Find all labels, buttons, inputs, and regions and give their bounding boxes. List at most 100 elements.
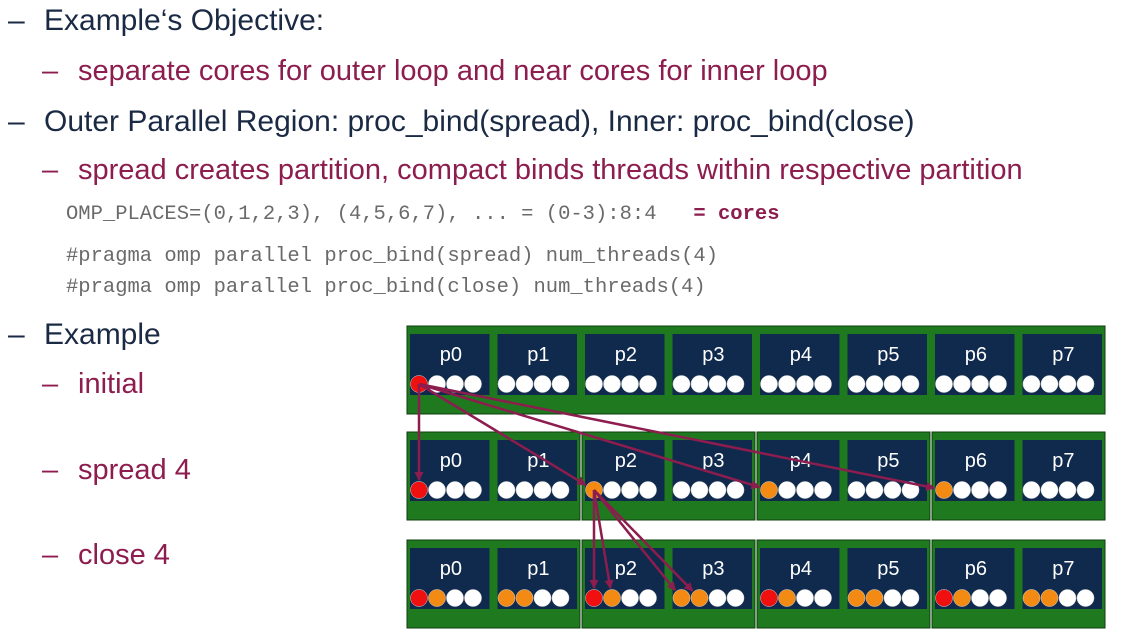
core-red bbox=[410, 589, 428, 607]
row-label-initial-text: initial bbox=[78, 368, 145, 400]
place-p7: p7 bbox=[1022, 334, 1102, 395]
place-p5: p5 bbox=[847, 548, 927, 609]
core-white bbox=[585, 375, 603, 393]
place-label: p3 bbox=[702, 344, 724, 366]
core-white bbox=[989, 481, 1007, 499]
core-white bbox=[971, 481, 989, 499]
place-label: p1 bbox=[527, 450, 549, 472]
place-p2: p2 bbox=[585, 334, 665, 395]
bullet-dash: – bbox=[42, 154, 59, 186]
core-white bbox=[515, 481, 534, 499]
core-white bbox=[621, 375, 639, 393]
place-label: p6 bbox=[965, 344, 987, 366]
core-white bbox=[428, 481, 446, 499]
core-white bbox=[551, 589, 570, 607]
place-p7: p7 bbox=[1022, 548, 1102, 609]
bullet-dash: – bbox=[8, 4, 25, 37]
place-label: p1 bbox=[527, 344, 549, 366]
binding-arrow bbox=[592, 489, 614, 590]
core-orange bbox=[603, 589, 621, 607]
core-white bbox=[847, 375, 866, 393]
core-white bbox=[533, 589, 552, 607]
core-white bbox=[935, 375, 953, 393]
bullet-dash: – bbox=[8, 105, 25, 138]
binding-arrow bbox=[418, 382, 587, 486]
place-p6: p6 bbox=[935, 548, 1015, 609]
core-white bbox=[847, 481, 866, 499]
core-white bbox=[814, 481, 832, 499]
place-label: p2 bbox=[615, 450, 637, 472]
core-orange bbox=[847, 589, 866, 607]
core-white bbox=[464, 375, 482, 393]
place-p4: p4 bbox=[760, 334, 840, 395]
place-label: p2 bbox=[615, 558, 637, 580]
core-white bbox=[989, 589, 1007, 607]
core-white bbox=[778, 375, 796, 393]
core-white bbox=[446, 481, 464, 499]
core-white bbox=[796, 481, 814, 499]
core-white bbox=[603, 481, 621, 499]
core-white bbox=[621, 589, 639, 607]
core-white bbox=[497, 481, 516, 499]
core-white bbox=[883, 481, 902, 499]
core-white bbox=[1040, 375, 1059, 393]
core-white bbox=[814, 589, 832, 607]
core-white bbox=[901, 481, 920, 499]
core-white bbox=[1058, 481, 1077, 499]
place-p6: p6 bbox=[935, 440, 1015, 501]
omp-places-note: = cores bbox=[693, 203, 780, 226]
core-white bbox=[1058, 375, 1077, 393]
place-label: p5 bbox=[877, 344, 899, 366]
region-title-text: Outer Parallel Region: proc_bind(spread)… bbox=[44, 105, 915, 138]
region-detail-text: spread creates partition, compact binds … bbox=[78, 154, 1023, 186]
core-white bbox=[883, 375, 902, 393]
core-white bbox=[901, 375, 920, 393]
place-label: p1 bbox=[527, 558, 549, 580]
core-white bbox=[672, 481, 691, 499]
core-orange bbox=[778, 589, 796, 607]
core-orange bbox=[760, 481, 778, 499]
pragma-outer-line: #pragma omp parallel proc_bind(spread) n… bbox=[66, 245, 719, 268]
core-white bbox=[639, 375, 657, 393]
core-white bbox=[708, 481, 727, 499]
core-orange bbox=[865, 589, 884, 607]
place-label: p5 bbox=[877, 558, 899, 580]
core-orange bbox=[690, 589, 709, 607]
core-white bbox=[1076, 481, 1095, 499]
core-white bbox=[726, 481, 745, 499]
objective-detail: –separate cores for outer loop and near … bbox=[42, 55, 828, 88]
place-p0: p0 bbox=[410, 548, 490, 609]
row-label-spread-text: spread 4 bbox=[78, 454, 191, 486]
binding-arrows bbox=[414, 382, 936, 592]
row-label-spread: –spread 4 bbox=[42, 454, 191, 487]
place-label: p4 bbox=[790, 558, 812, 580]
core-white bbox=[672, 375, 691, 393]
example-title: –Example bbox=[8, 318, 161, 352]
core-red bbox=[935, 589, 953, 607]
core-orange bbox=[1040, 589, 1059, 607]
region-detail: –spread creates partition, compact binds… bbox=[42, 154, 1023, 187]
core-white bbox=[726, 589, 745, 607]
place-label: p6 bbox=[965, 558, 987, 580]
core-white bbox=[1022, 481, 1041, 499]
objective-detail-text: separate cores for outer loop and near c… bbox=[78, 55, 828, 87]
core-white bbox=[901, 589, 920, 607]
core-white bbox=[464, 481, 482, 499]
binding-arrow bbox=[593, 489, 677, 592]
core-white bbox=[778, 481, 796, 499]
place-p0: p0 bbox=[410, 440, 490, 501]
row-label-close-text: close 4 bbox=[78, 539, 170, 571]
bullet-dash: – bbox=[8, 318, 25, 351]
place-label: p7 bbox=[1052, 344, 1074, 366]
region-title: –Outer Parallel Region: proc_bind(spread… bbox=[8, 105, 914, 139]
core-white bbox=[464, 589, 482, 607]
core-white bbox=[533, 375, 552, 393]
core-white bbox=[515, 375, 534, 393]
place-p2: p2 bbox=[585, 440, 665, 501]
place-p5: p5 bbox=[847, 334, 927, 395]
place-p2: p2 bbox=[585, 548, 665, 609]
